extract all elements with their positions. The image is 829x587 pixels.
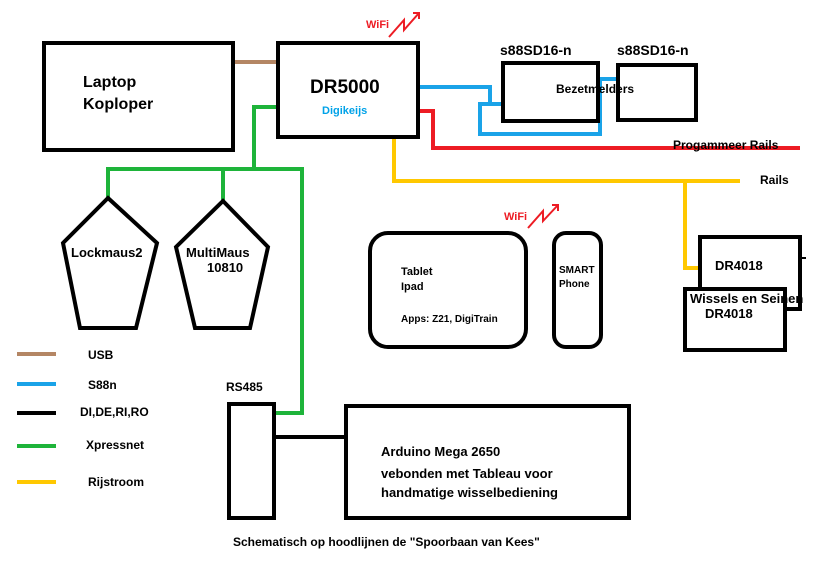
smartphone-label-line2: Phone [559,279,590,290]
s88-right-title: s88SD16-n [617,42,689,58]
rs485-box [227,402,276,520]
wifi-signal-icon [527,204,559,229]
wifi-arrow-icon [552,204,559,211]
laptop-box [42,41,235,152]
smartphone-label-line1: SMART [559,265,595,276]
lockmaus-label: Lockmaus2 [71,245,143,260]
tablet-shape [368,231,528,349]
legend-label-s88n: S88n [88,378,117,392]
dr5000-title: DR5000 [310,77,380,98]
wifi-signal-icon [388,12,420,38]
dr4018-front-label-line2: DR4018 [705,306,753,321]
diagram-caption: Schematisch op hoodlijnen de "Spoorbaan … [233,535,540,549]
dr4018-back-label: DR4018 [715,258,763,273]
arduino-label-line3: handmatige wisselbediening [381,485,558,500]
tablet-label-line2: Ipad [401,281,424,293]
arduino-label-line1: Arduino Mega 2650 [381,444,500,459]
rijstroom-drop [683,181,702,270]
rs485-label: RS485 [226,380,263,394]
multimaus-label-line2: 10810 [207,260,243,275]
bezetmelders-label: Bezetmelders [556,82,634,96]
multimaus-shape [173,198,271,330]
s88n-links [419,77,618,136]
dr5000-box [276,41,420,139]
arduino-box [344,404,631,520]
legend-label-xpressnet: Xpressnet [86,438,144,452]
legend-label-usb: USB [88,348,114,362]
s88-right-box [616,63,698,122]
smartphone-shape [552,231,603,349]
multimaus-label-line1: MultiMaus [186,245,250,260]
legend-label-bus: DI,DE,RI,RO [80,405,149,419]
s88-left-box [501,61,600,123]
rails-label: Rails [760,173,789,187]
legend-label-rijstroom: Rijstroom [88,475,144,489]
lockmaus-shape [60,195,160,330]
rijstroom-link [392,138,740,183]
tablet-wifi-label: WiFi [504,211,527,223]
laptop-label-line1: Laptop [83,74,137,91]
tablet-label-line1: Tablet [401,266,433,278]
dr5000-wifi-label: WiFi [366,19,389,31]
legend: USB S88n DI,DE,RI,RO Xpressnet Rijstroom [17,348,149,489]
dr4018-front-box [683,287,787,352]
laptop-label-line2: Koploper [83,96,153,113]
programmeer-link [419,109,800,150]
tablet-apps-label: Apps: Z21, DigiTrain [401,314,498,325]
xpressnet-links [106,105,304,415]
dr5000-subtitle: Digikeijs [322,105,367,117]
s88-left-title: s88SD16-n [500,42,572,58]
programmeer-rails-label: Progammeer Rails [673,138,779,152]
dr4018-front-label-line1: Wissels en Seinen [690,291,803,306]
arduino-label-line2: vebonden met Tableau voor [381,466,553,481]
wifi-arrow-icon [413,12,420,19]
